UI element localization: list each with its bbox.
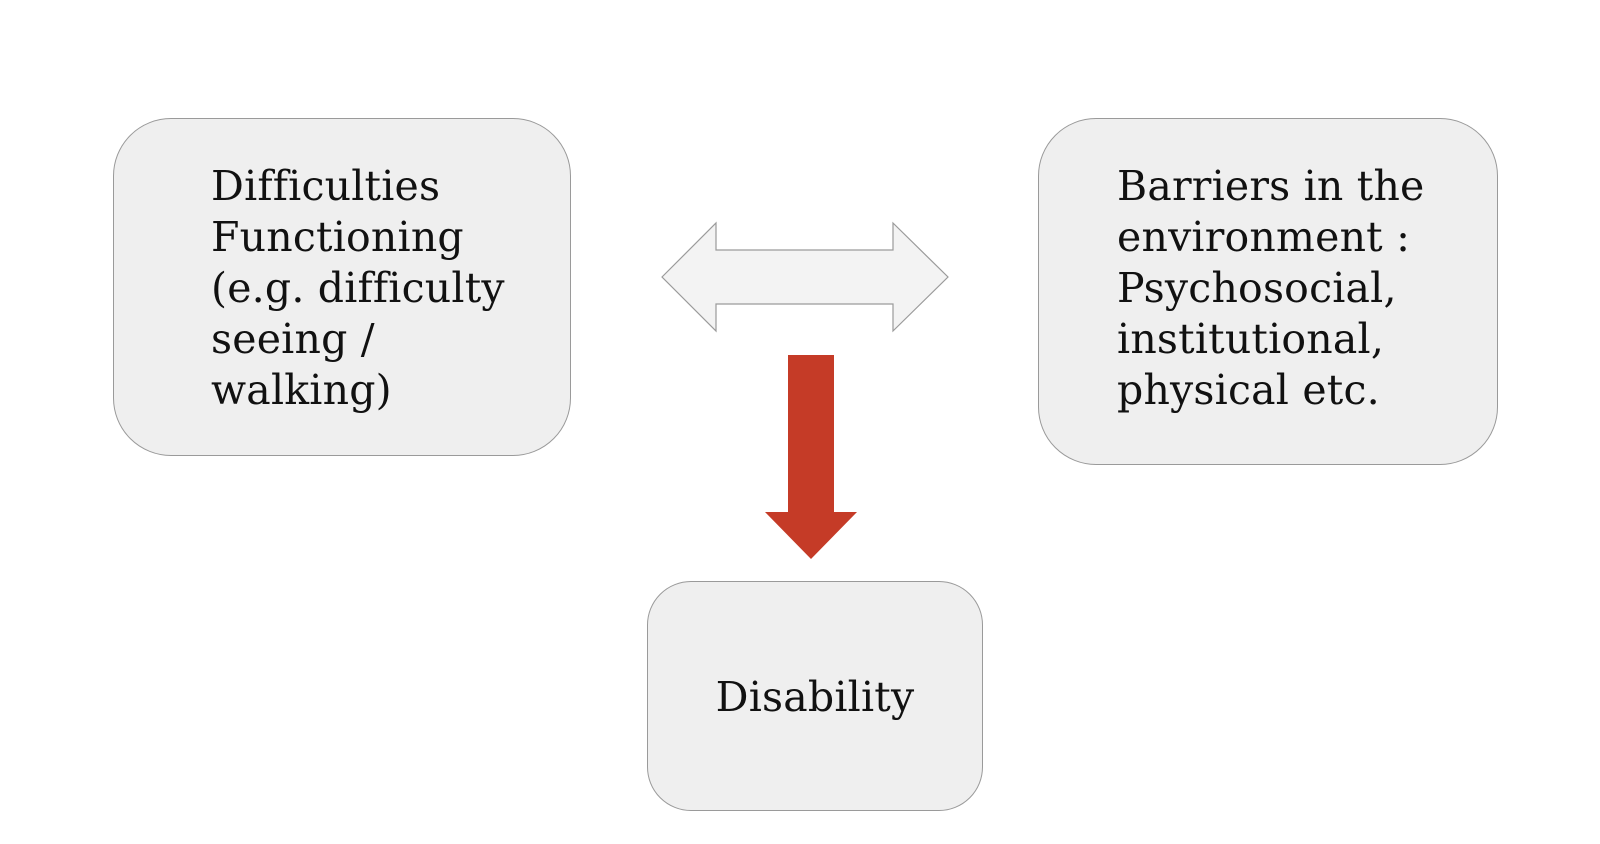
down-arrow-icon — [765, 355, 857, 559]
box-text-line: physical etc. — [1117, 366, 1380, 414]
double-headed-arrow-icon — [661, 221, 949, 333]
box-text-line: seeing / — [211, 315, 375, 363]
box-text-line: Difficulties — [211, 162, 441, 210]
box-text-line: walking) — [211, 366, 392, 414]
disability-label: Disability — [715, 673, 915, 721]
environment-barriers-text: Barriers in the environment : Psychosoci… — [1117, 161, 1425, 416]
box-text-line: Functioning — [211, 213, 464, 261]
disability-box: Disability — [647, 581, 983, 811]
box-text-line: institutional, — [1117, 315, 1385, 363]
difficulties-functioning-text: Difficulties Functioning (e.g. difficult… — [211, 161, 505, 416]
environment-barriers-box: Barriers in the environment : Psychosoci… — [1038, 118, 1498, 465]
difficulties-functioning-box: Difficulties Functioning (e.g. difficult… — [113, 118, 571, 456]
box-text-line: (e.g. difficulty — [211, 264, 505, 312]
box-text-line: Barriers in the — [1117, 162, 1425, 210]
box-text-line: environment : — [1117, 213, 1411, 261]
box-text-line: Psychosocial, — [1117, 264, 1397, 312]
